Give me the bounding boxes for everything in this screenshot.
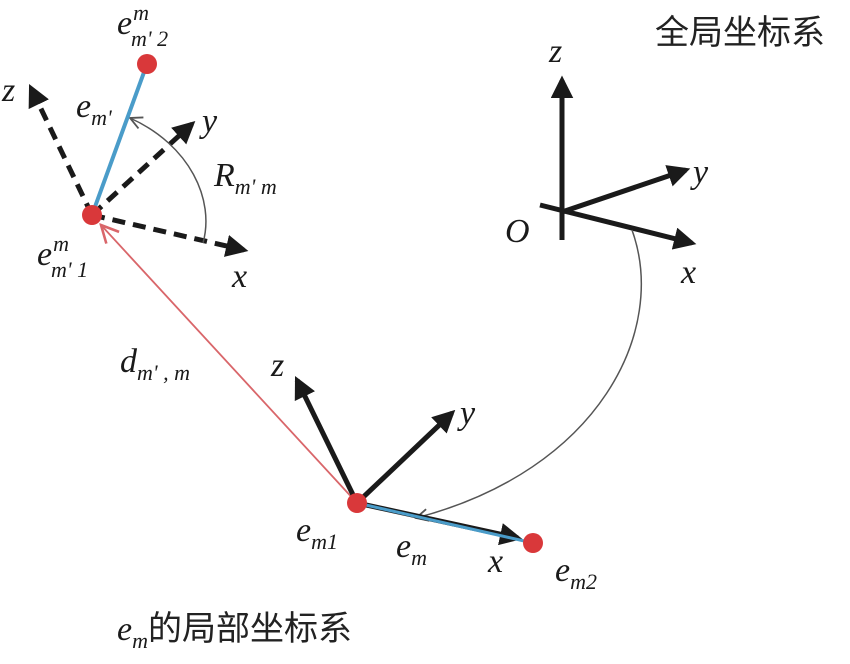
point-e-mprime-2 (137, 54, 157, 74)
label-displacement: dm' , m (120, 343, 190, 385)
label-rotation: Rm' m (213, 157, 277, 199)
local-frame-caption: em的局部坐标系 (117, 609, 352, 653)
global-to-local-arrow (416, 229, 642, 518)
global-y-axis (561, 165, 691, 215)
global-y-label: y (690, 154, 709, 191)
transformed-z-label: z (1, 72, 15, 109)
global-origin-label: O (505, 213, 530, 250)
local-x-label: x (487, 543, 503, 580)
local-z-label: z (270, 347, 284, 384)
label-e-mprime: em' (76, 88, 112, 130)
segment-e-mprime (90, 63, 149, 216)
local-y-label: y (457, 395, 476, 432)
local-z-axis (294, 375, 360, 505)
transformed-x-label: x (231, 258, 247, 295)
global-frame: z y x O (505, 33, 709, 291)
transformed-frame: z y x (1, 72, 249, 295)
displacement-vector (101, 225, 358, 504)
label-e-m: em (396, 528, 427, 570)
label-e-m2: em2 (555, 552, 597, 594)
rotation-arc (130, 118, 207, 244)
global-x-axis (539, 202, 697, 250)
transformed-y-label: y (199, 103, 218, 140)
local-y-axis (355, 409, 456, 505)
point-e-mprime-1 (82, 205, 102, 225)
global-z-label: z (548, 33, 562, 70)
transformed-z-axis (28, 83, 95, 217)
point-e-m1 (347, 493, 367, 513)
segment-e-m (356, 501, 534, 545)
global-frame-title: 全局坐标系 (655, 13, 825, 53)
transformed-y-axis (90, 120, 196, 217)
label-e-m1: em1 (296, 512, 338, 554)
point-e-m2 (523, 533, 543, 553)
transformed-x-axis (91, 212, 249, 257)
global-x-label: x (680, 254, 696, 291)
